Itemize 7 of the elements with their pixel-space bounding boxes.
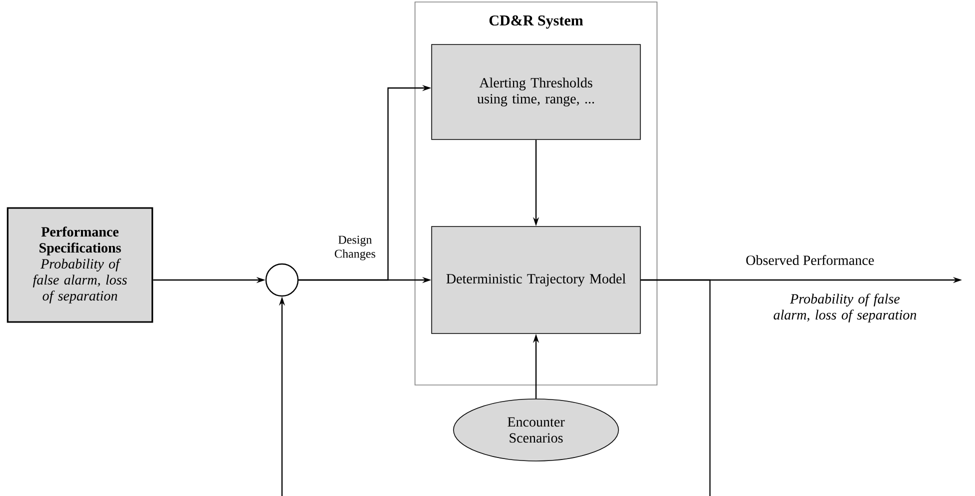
specification-box: Performance Specifications Probability of false alarm, loss of separation xyxy=(6,207,154,323)
process-box: Alerting Thresholds using time, range, ... xyxy=(431,44,641,140)
edge-label: Design Changes xyxy=(334,236,376,260)
edge-label: Observed Performance xyxy=(746,255,874,265)
output-note: Probability of false alarm, loss of separation xyxy=(774,294,916,322)
summing-circle xyxy=(265,263,299,297)
process-box: Deterministic Trajectory Model xyxy=(431,226,641,334)
